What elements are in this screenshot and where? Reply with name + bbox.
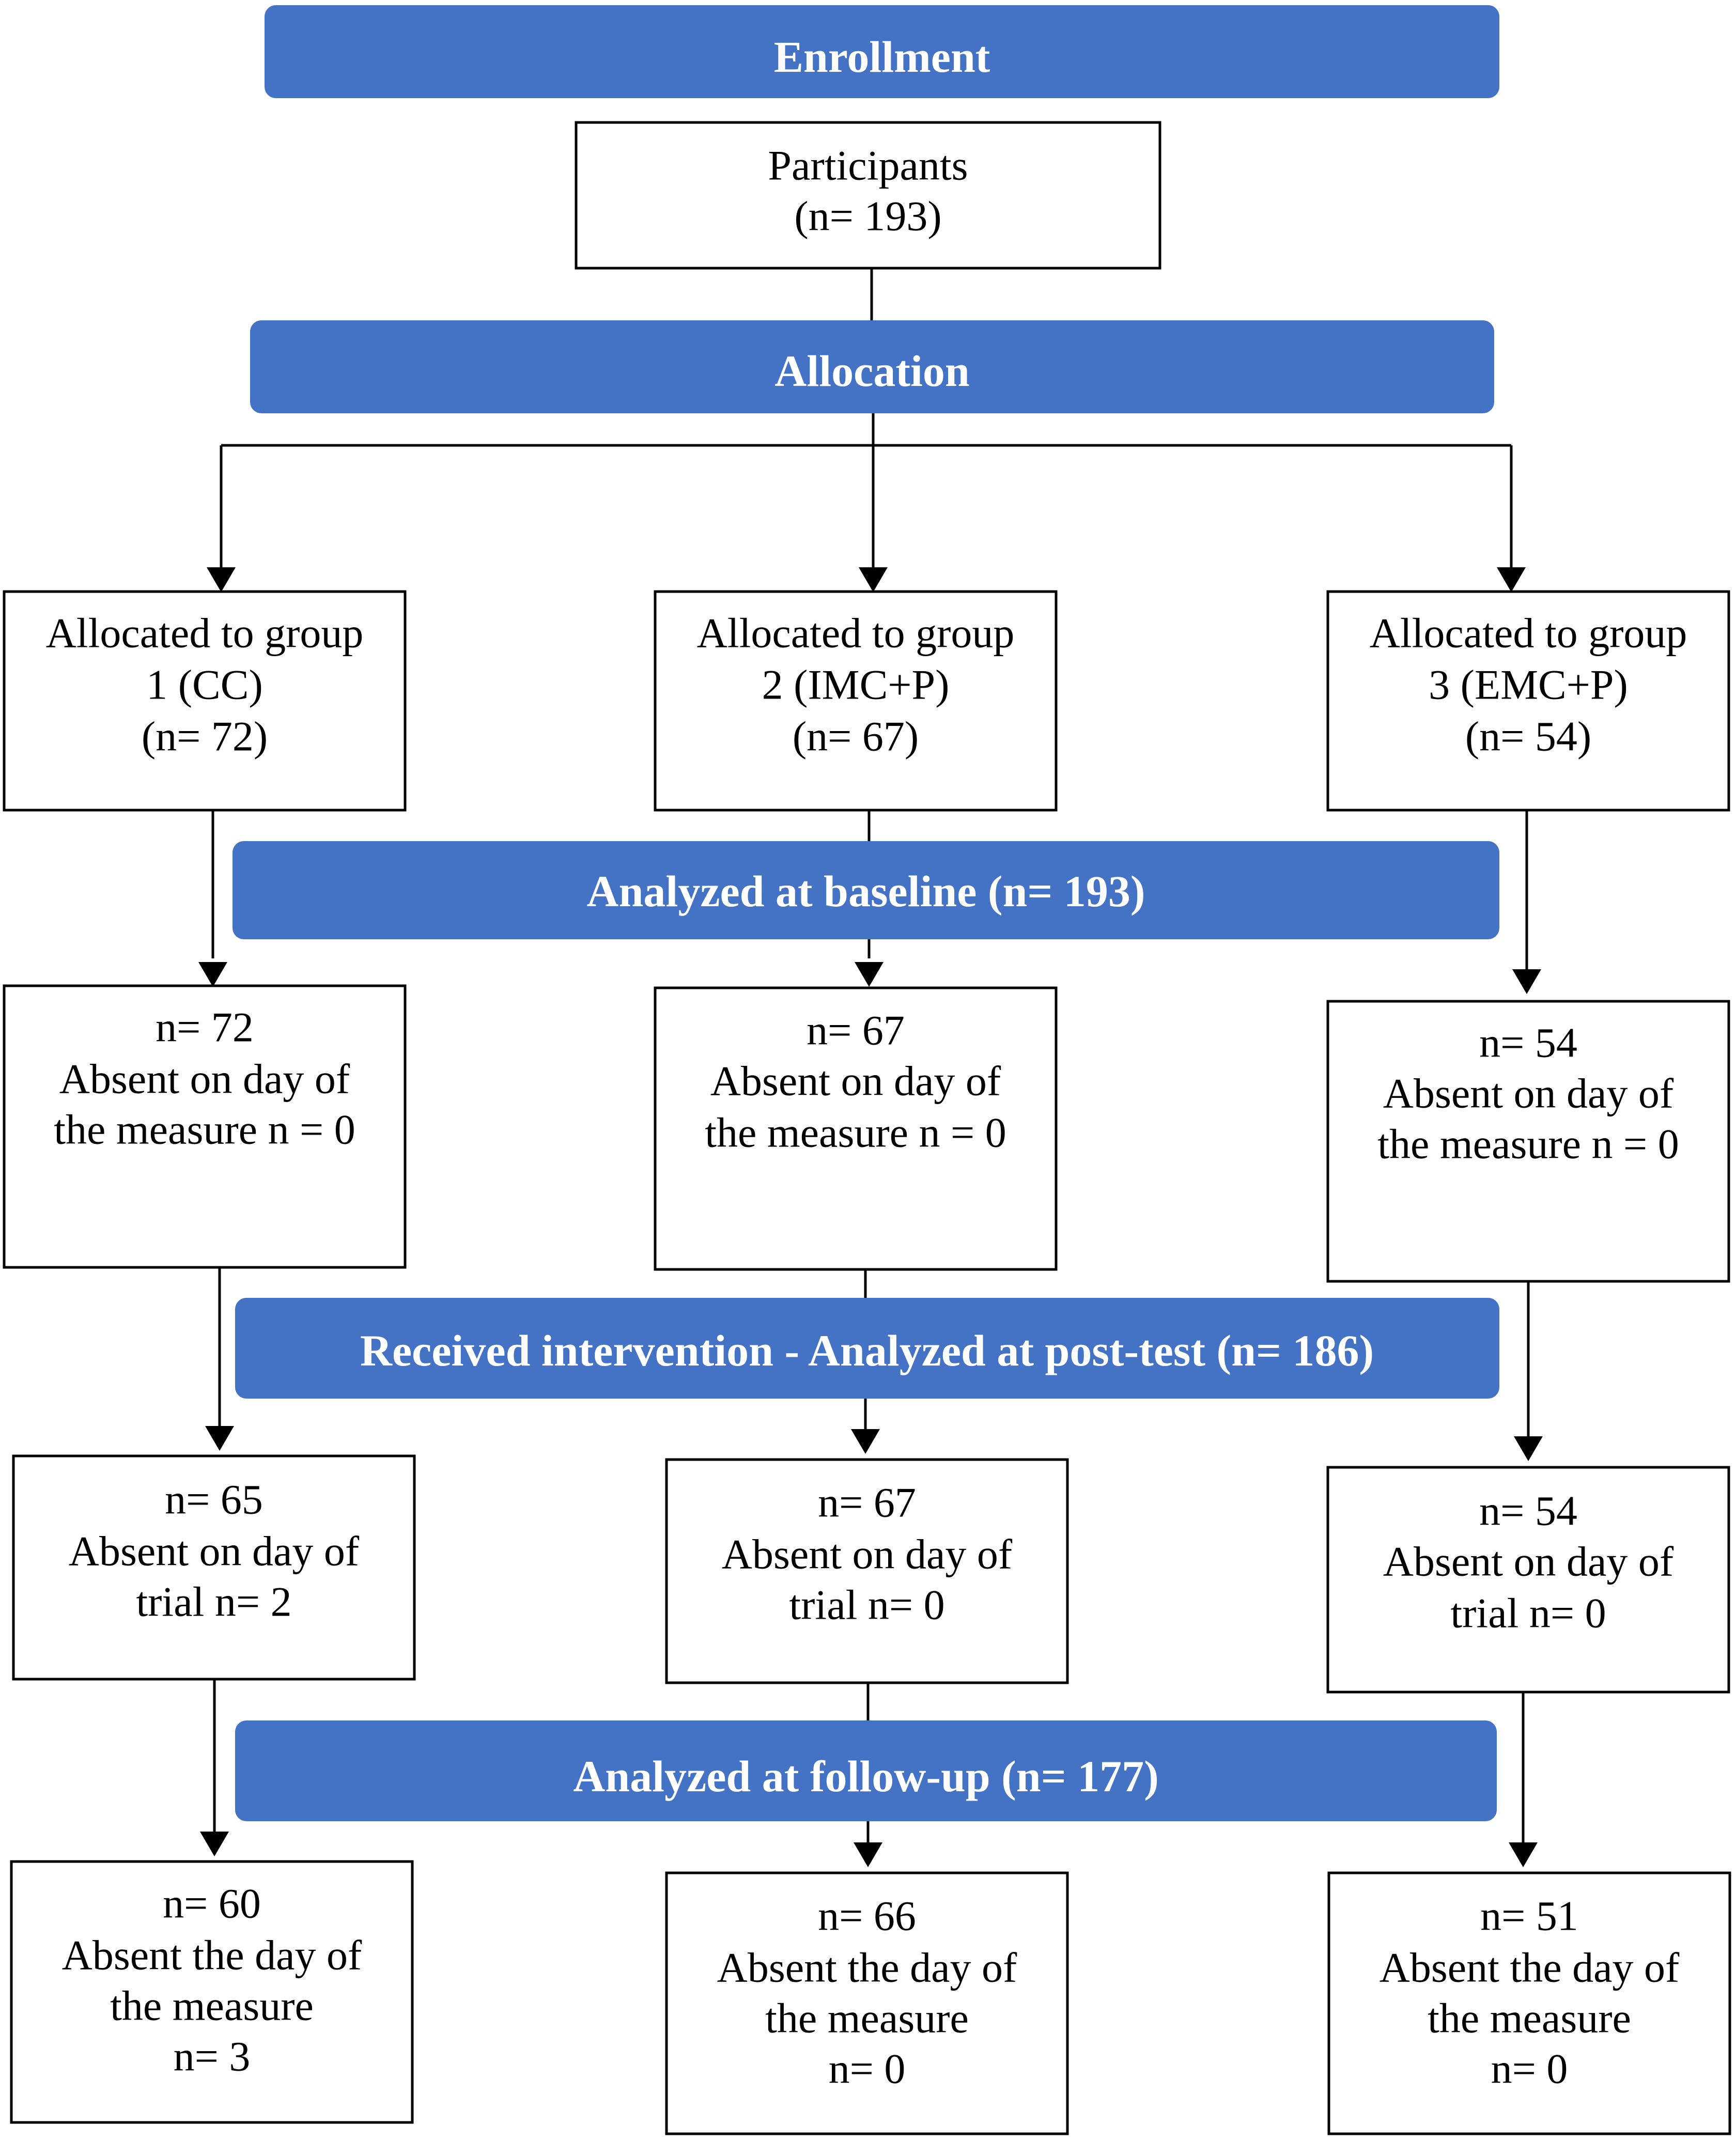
followup-group-1-line-2: Absent the day of <box>62 1932 362 1979</box>
followup-group-3-line-2: Absent the day of <box>1380 1944 1680 1991</box>
arrowhead-g2-baseline <box>855 962 884 987</box>
baseline-banner: Analyzed at baseline (n= 193) <box>233 841 1499 939</box>
followup-group-3-line-3: the measure <box>1428 1995 1631 2042</box>
baseline-group-1-box: n= 72 Absent on day of the measure n = 0 <box>3 984 407 1269</box>
allocation-banner-label: Allocation <box>774 346 969 396</box>
arrowhead-g1-baseline <box>198 962 227 987</box>
followup-group-2-line-2: Absent the day of <box>717 1944 1017 1991</box>
baseline-group-2-line-2: Absent on day of <box>710 1058 1001 1105</box>
baseline-banner-label: Analyzed at baseline (n= 193) <box>586 866 1145 916</box>
allocation-group-1-box: Allocated to group 1 (CC) (n= 72) <box>3 590 407 812</box>
followup-group-3-line-4: n= 0 <box>1491 2045 1568 2092</box>
followup-group-1-line-1: n= 60 <box>163 1880 261 1927</box>
baseline-group-3-line-3: the measure n = 0 <box>1377 1121 1679 1168</box>
followup-group-3-line-1: n= 51 <box>1480 1893 1578 1940</box>
followup-group-2-line-1: n= 66 <box>818 1893 916 1940</box>
baseline-group-2-box: n= 67 Absent on day of the measure n = 0 <box>654 986 1058 1271</box>
posttest-group-3-line-2: Absent on day of <box>1383 1538 1674 1585</box>
enrollment-banner: Enrollment <box>265 5 1499 98</box>
allocation-group-3-box: Allocated to group 3 (EMC+P) (n= 54) <box>1326 590 1730 812</box>
posttest-group-1-box: n= 65 Absent on day of trial n= 2 <box>12 1454 416 1681</box>
baseline-group-1-line-1: n= 72 <box>156 1004 254 1051</box>
connectors <box>211 268 1530 1843</box>
arrowhead-group2 <box>859 567 888 592</box>
arrowhead-g2-posttest <box>851 1429 880 1454</box>
allocation-group-2-line-3: (n= 67) <box>793 713 919 760</box>
allocation-group-3-line-2: 3 (EMC+P) <box>1429 661 1628 708</box>
arrowhead-g3-followup <box>1509 1842 1538 1867</box>
arrowhead-g1-followup <box>200 1832 229 1856</box>
followup-group-2-line-3: the measure <box>765 1995 969 2042</box>
arrowheads <box>198 567 1543 1867</box>
followup-group-1-line-4: n= 3 <box>174 2033 251 2080</box>
baseline-group-2-line-1: n= 67 <box>807 1007 905 1054</box>
allocation-group-3-line-1: Allocated to group <box>1370 610 1687 657</box>
posttest-banner: Received intervention - Analyzed at post… <box>235 1298 1499 1399</box>
posttest-group-2-box: n= 67 Absent on day of trial n= 0 <box>665 1458 1069 1684</box>
arrowhead-g1-posttest <box>205 1426 234 1451</box>
allocation-banner: Allocation <box>250 320 1494 413</box>
participants-box: Participants (n= 193) <box>575 121 1161 270</box>
allocation-group-1-line-2: 1 (CC) <box>146 661 263 708</box>
posttest-group-2-line-1: n= 67 <box>818 1479 916 1526</box>
posttest-group-2-line-2: Absent on day of <box>722 1531 1013 1578</box>
posttest-group-3-line-1: n= 54 <box>1479 1487 1577 1534</box>
arrowhead-g2-followup <box>854 1842 882 1867</box>
allocation-group-1-line-3: (n= 72) <box>142 713 268 760</box>
posttest-group-1-line-2: Absent on day of <box>69 1528 360 1575</box>
baseline-group-1-line-2: Absent on day of <box>59 1056 350 1103</box>
followup-group-3-box: n= 51 Absent the day of the measure n= 0 <box>1327 1871 1731 2135</box>
participants-count: (n= 193) <box>794 193 941 240</box>
allocation-group-2-line-2: 2 (IMC+P) <box>762 661 950 708</box>
arrowhead-group1 <box>207 567 236 592</box>
participants-label: Participants <box>768 142 968 189</box>
posttest-group-2-line-3: trial n= 0 <box>789 1581 944 1629</box>
baseline-group-1-line-3: the measure n = 0 <box>54 1106 355 1153</box>
posttest-group-1-line-1: n= 65 <box>165 1476 263 1523</box>
baseline-group-3-box: n= 54 Absent on day of the measure n = 0 <box>1326 1000 1730 1283</box>
posttest-group-3-box: n= 54 Absent on day of trial n= 0 <box>1326 1466 1730 1694</box>
followup-group-1-box: n= 60 Absent the day of the measure n= 3 <box>10 1860 414 2124</box>
allocation-group-2-line-1: Allocated to group <box>697 610 1015 657</box>
baseline-group-3-line-1: n= 54 <box>1479 1019 1577 1066</box>
followup-banner: Analyzed at follow-up (n= 177) <box>235 1720 1497 1821</box>
followup-group-1-line-3: the measure <box>110 1982 314 2029</box>
followup-group-2-line-4: n= 0 <box>829 2045 906 2092</box>
posttest-group-3-line-3: trial n= 0 <box>1450 1590 1606 1637</box>
posttest-group-1-line-3: trial n= 2 <box>136 1578 291 1625</box>
arrowhead-g3-posttest <box>1514 1436 1543 1461</box>
allocation-group-1-line-1: Allocated to group <box>46 610 364 657</box>
arrowhead-g3-baseline <box>1512 969 1541 994</box>
baseline-group-3-line-2: Absent on day of <box>1383 1070 1674 1117</box>
allocation-group-3-line-3: (n= 54) <box>1465 713 1591 760</box>
followup-banner-label: Analyzed at follow-up (n= 177) <box>573 1751 1159 1801</box>
arrowhead-group3 <box>1497 567 1526 592</box>
enrollment-banner-label: Enrollment <box>774 32 990 82</box>
posttest-banner-label: Received intervention - Analyzed at post… <box>360 1326 1374 1375</box>
followup-group-2-box: n= 66 Absent the day of the measure n= 0 <box>665 1871 1069 2135</box>
allocation-group-2-box: Allocated to group 2 (IMC+P) (n= 67) <box>654 590 1058 812</box>
baseline-group-2-line-3: the measure n = 0 <box>705 1109 1006 1156</box>
